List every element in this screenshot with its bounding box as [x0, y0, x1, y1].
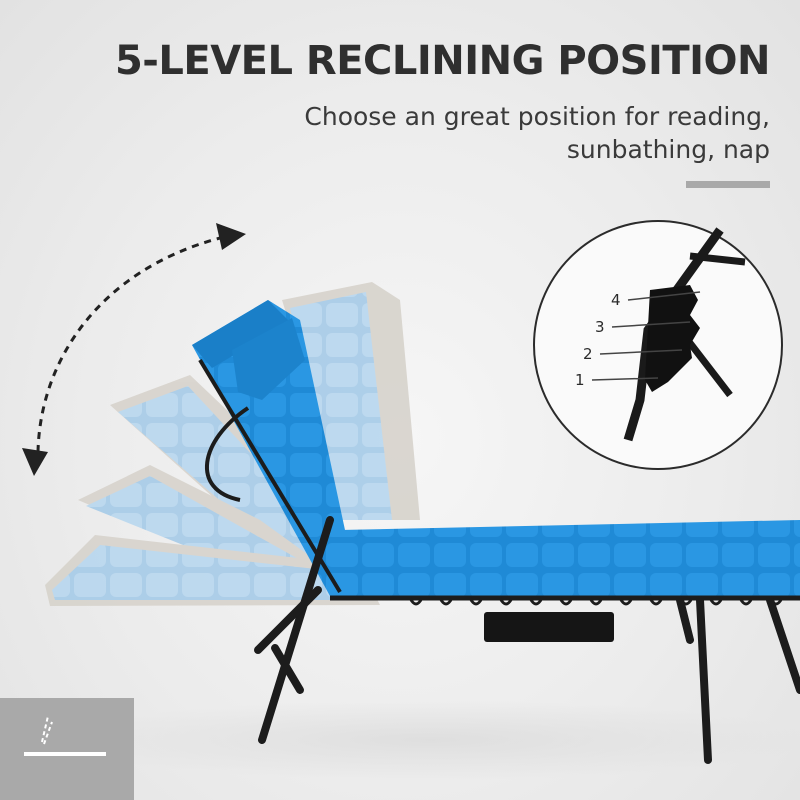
lounger-legs: [254, 516, 800, 764]
subtitle-line-2: sunbathing, nap: [566, 135, 770, 164]
recline-level-icon: [0, 698, 134, 800]
level-4-label: 4: [611, 291, 621, 309]
lounger-bed: [192, 300, 800, 764]
level-2-label: 2: [583, 345, 593, 363]
pillow: [232, 318, 305, 400]
curved-double-arrow-icon: [22, 223, 246, 476]
recline-detail-callout: [533, 220, 783, 470]
side-pouch: [484, 612, 614, 642]
level-3-label: 3: [595, 318, 605, 336]
subtitle-line-1: Choose an great position for reading,: [304, 102, 770, 131]
floor-shadow: [50, 700, 800, 780]
accent-divider: [686, 181, 770, 188]
level-1-label: 1: [575, 371, 585, 389]
subtitle: Choose an great position for reading, su…: [250, 100, 770, 166]
headline: 5-LEVEL RECLINING POSITION: [114, 38, 771, 84]
